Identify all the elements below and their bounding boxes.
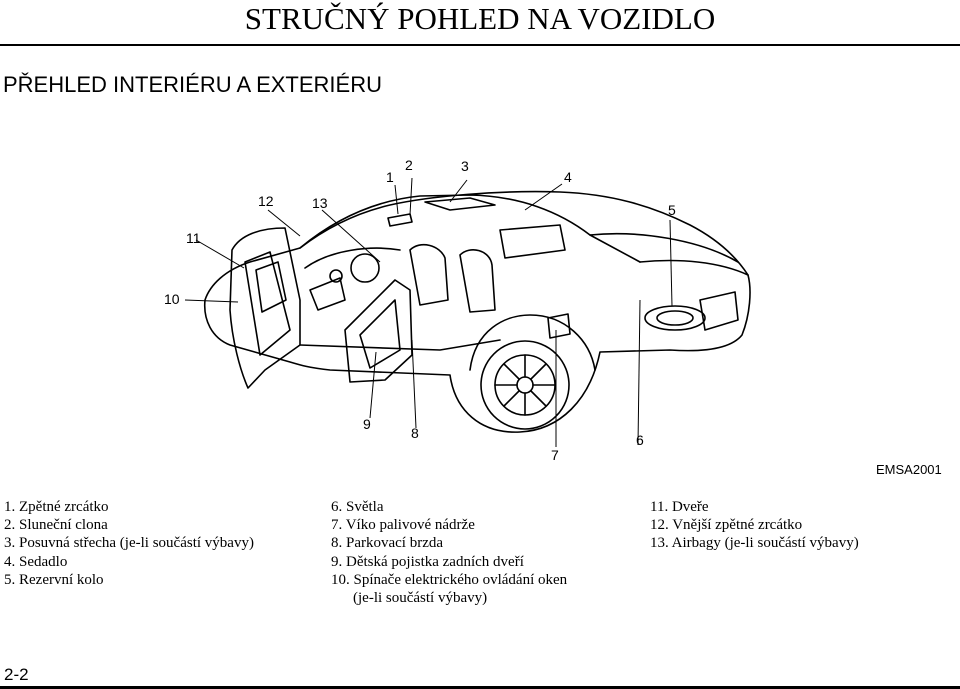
footer-rule bbox=[0, 686, 960, 689]
title-rule bbox=[0, 44, 960, 46]
callout-10: 10 bbox=[164, 291, 180, 307]
legend-item-continuation: (je-li součástí výbavy) bbox=[353, 590, 488, 607]
legend-column-2: 6. Světla 7. Víko palivové nádrže 8. Par… bbox=[331, 498, 567, 607]
callout-2: 2 bbox=[405, 157, 413, 173]
page-title: STRUČNÝ POHLED NA VOZIDLO bbox=[244, 1, 716, 36]
section-heading: PŘEHLED INTERIÉRU A EXTERIÉRU bbox=[3, 72, 382, 97]
legend-item: 11. Dveře bbox=[650, 499, 709, 515]
legend-item: 5. Rezervní kolo bbox=[4, 571, 104, 588]
callout-5: 5 bbox=[668, 202, 676, 218]
callout-9: 9 bbox=[363, 416, 371, 432]
legend-item: 13. Airbagy (je-li součástí výbavy) bbox=[650, 535, 859, 552]
legend-item: 8. Parkovací brzda bbox=[331, 535, 444, 552]
legend-item: 1. Zpětné zrcátko bbox=[4, 499, 109, 515]
legend-item: 4. Sedadlo bbox=[4, 553, 68, 570]
callout-1: 1 bbox=[386, 169, 394, 185]
figure-code: EMSA2001 bbox=[876, 462, 942, 477]
callout-3: 3 bbox=[461, 158, 469, 174]
legend-column-3: 11. Dveře 12. Vnější zpětné zrcátko 13. … bbox=[650, 498, 859, 553]
legend-column-1: 1. Zpětné zrcátko 2. Sluneční clona 3. P… bbox=[4, 498, 254, 589]
legend-item: 7. Víko palivové nádrže bbox=[331, 517, 475, 534]
legend-item: 6. Světla bbox=[331, 499, 384, 515]
callout-13: 13 bbox=[312, 195, 328, 211]
legend-item: 10. Spínače elektrického ovládání oken bbox=[331, 571, 568, 588]
callout-8: 8 bbox=[411, 425, 419, 441]
callout-4: 4 bbox=[564, 169, 572, 185]
callout-11: 11 bbox=[186, 230, 201, 246]
legend-item: 3. Posuvná střecha (je-li součástí výbav… bbox=[4, 535, 254, 552]
callout-12: 12 bbox=[258, 193, 274, 209]
car-illustration: 1 2 3 4 5 6 7 8 9 10 11 12 13 bbox=[164, 157, 751, 463]
callout-6: 6 bbox=[636, 432, 644, 448]
callout-7: 7 bbox=[551, 447, 559, 463]
page-number: 2-2 bbox=[4, 665, 29, 684]
legend-item: 9. Dětská pojistka zadních dveří bbox=[331, 553, 524, 570]
legend-item: 12. Vnější zpětné zrcátko bbox=[650, 517, 803, 534]
legend-item: 2. Sluneční clona bbox=[4, 517, 108, 534]
